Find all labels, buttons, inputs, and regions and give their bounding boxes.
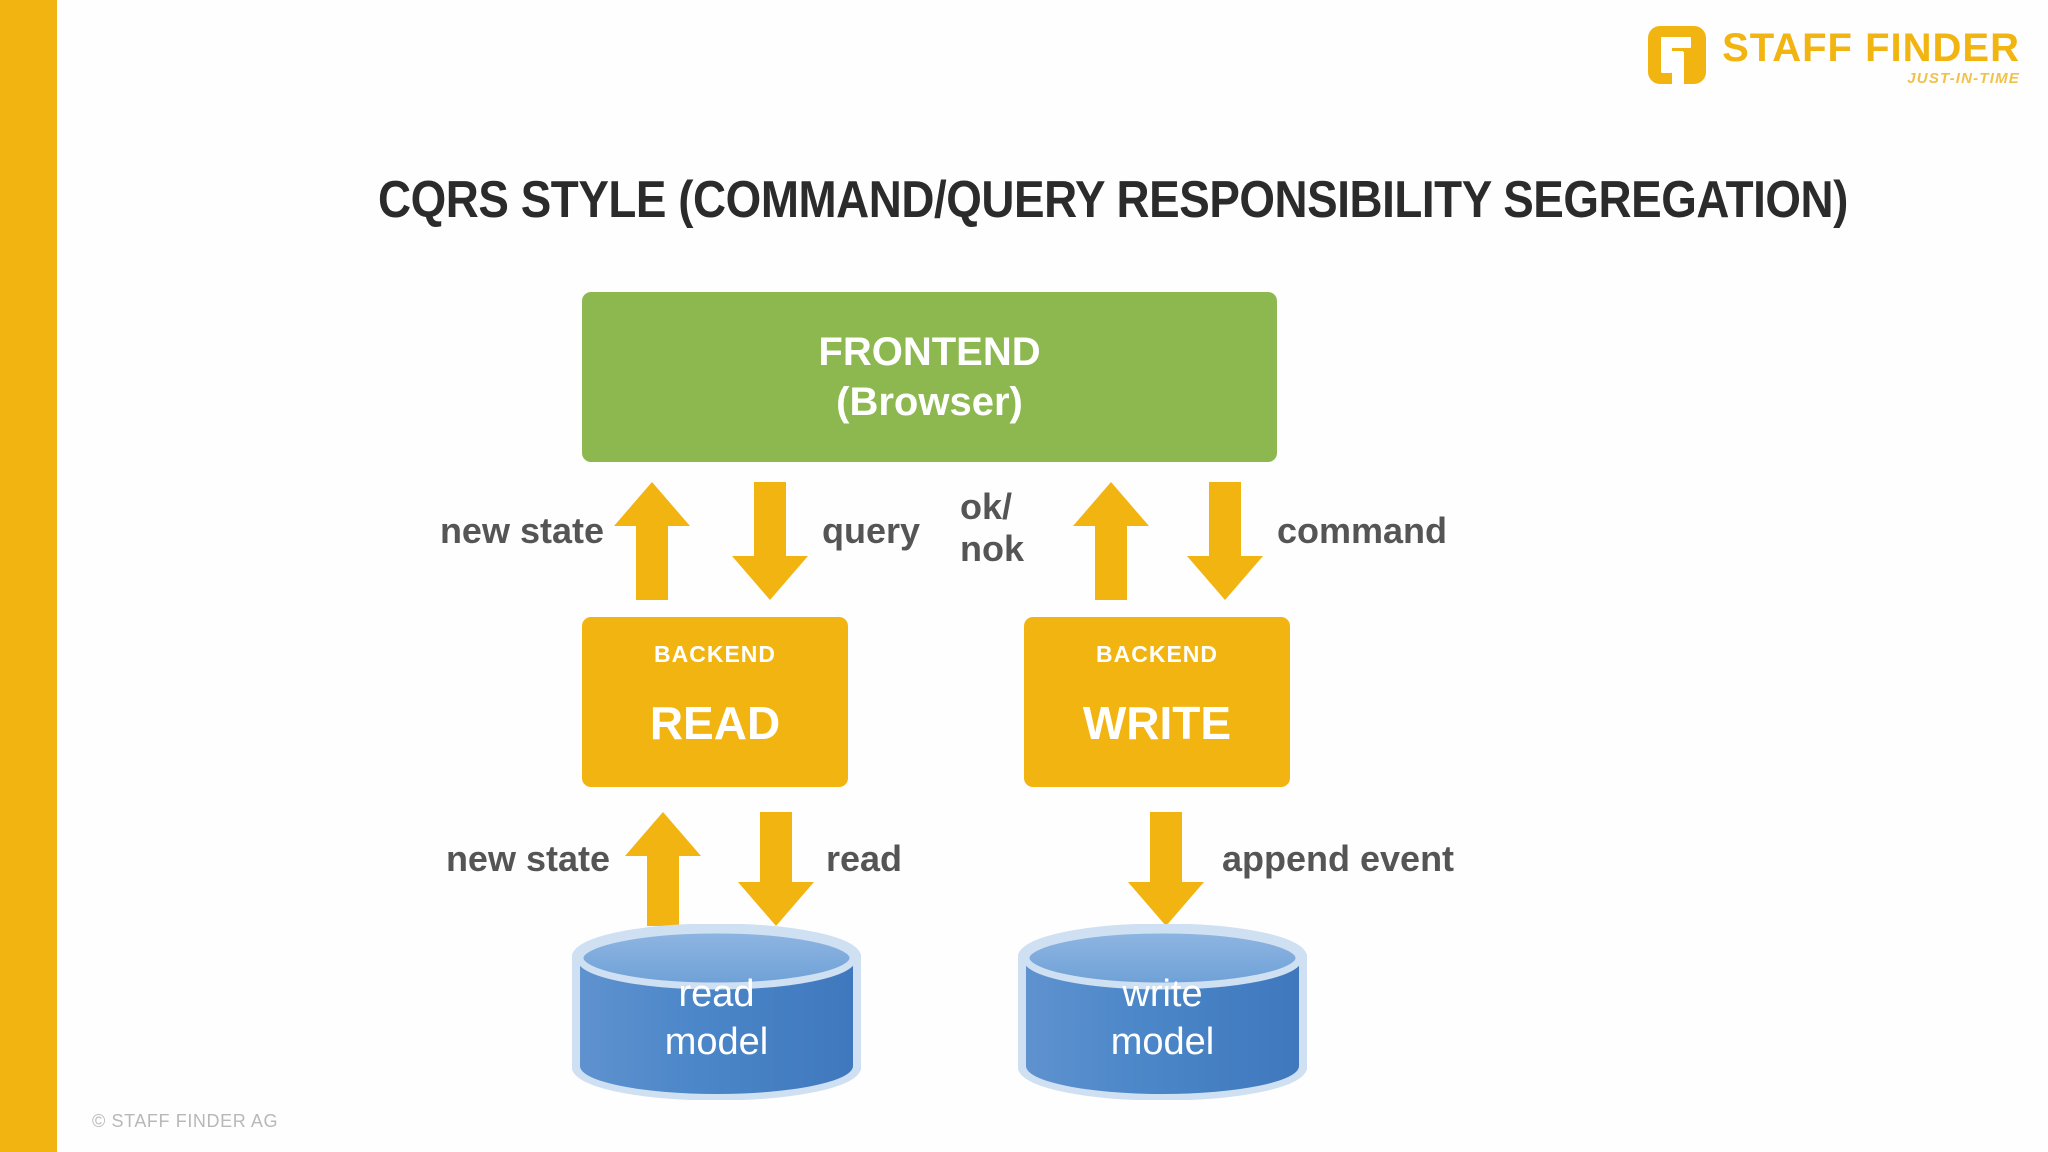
frontend-subtitle: (Browser) <box>836 380 1023 424</box>
backend-read-title: READ <box>649 697 781 749</box>
arrow-up-ok-nok <box>1073 482 1149 600</box>
backend-write-title: WRITE <box>1082 697 1232 749</box>
footer-copyright: © STAFF FINDER AG <box>92 1111 279 1131</box>
logo-tagline: JUST-IN-TIME <box>1907 70 2020 87</box>
flow-label-append-event: append event <box>1222 838 1455 879</box>
backend-read-kicker: BACKEND <box>654 641 776 667</box>
flow-label-new-state-store: new state <box>445 838 610 879</box>
page-title: CQRS STYLE (COMMAND/QUERY RESPONSIBILITY… <box>378 171 1848 229</box>
staff-finder-f-icon <box>1648 26 1707 84</box>
backend-write-box: BACKEND WRITE <box>1024 617 1290 787</box>
arrow-up-new-state-store <box>625 812 701 926</box>
logo-wordmark: STAFF FINDER <box>1722 26 2020 70</box>
flow-label-read: read <box>826 838 903 879</box>
brand-logo: STAFF FINDER JUST-IN-TIME <box>1648 26 2020 88</box>
arrow-down-command <box>1187 482 1263 600</box>
backend-write-kicker: BACKEND <box>1096 641 1218 667</box>
flow-label-new-state-read: new state <box>439 510 604 551</box>
arrow-down-query <box>732 482 808 600</box>
arrow-up-new-state-read <box>614 482 690 600</box>
arrow-down-read <box>738 812 814 926</box>
backend-read-box: BACKEND READ <box>582 617 848 787</box>
arrow-down-append-event <box>1128 812 1204 926</box>
flow-label-command: command <box>1277 510 1448 551</box>
frontend-title: FRONTEND <box>818 330 1041 374</box>
flow-label-query: query <box>822 510 921 551</box>
flow-label-ok-nok: ok/ nok <box>960 486 1025 569</box>
frontend-box: FRONTEND (Browser) <box>582 292 1277 462</box>
left-accent-stripe <box>0 0 57 1152</box>
